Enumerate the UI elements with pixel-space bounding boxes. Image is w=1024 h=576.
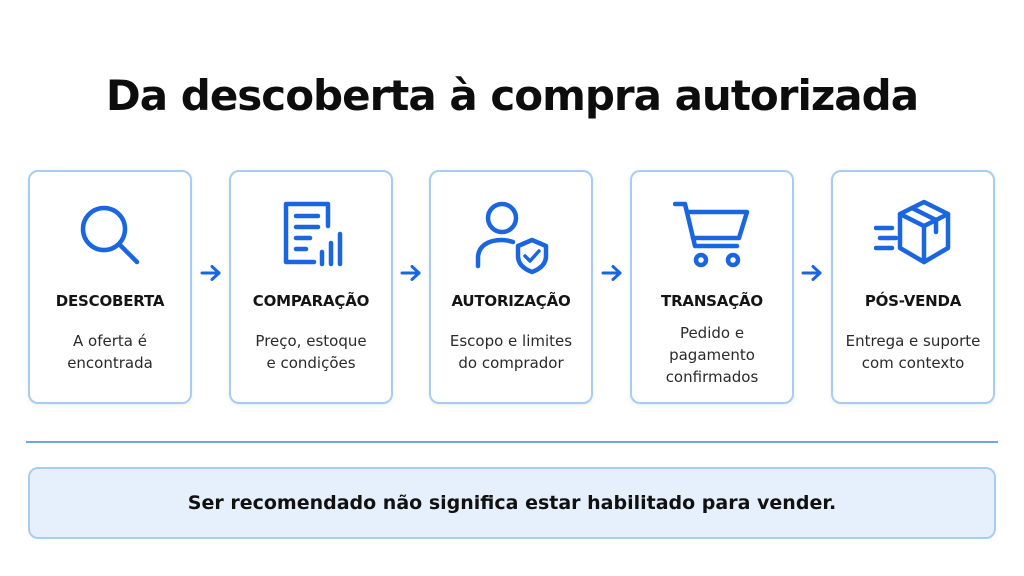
step-description-line: A oferta é [73, 332, 147, 350]
step-label: AUTORIZAÇÃO [451, 292, 571, 310]
step-description-line: Pedido e [679, 324, 745, 342]
step-card-transacao: TRANSAÇÃO Pedido e pagamento confirmados [630, 170, 794, 404]
step-card-comparacao: COMPARAÇÃO Preço, estoque e condições [229, 170, 393, 404]
arrow-right-icon [600, 263, 624, 283]
note-banner-text: Ser recomendado não significa estar habi… [187, 492, 837, 514]
step-description-line: confirmados [665, 368, 759, 386]
step-description-line: Escopo e limites [449, 332, 573, 350]
section-divider [26, 441, 998, 443]
step-label: TRANSAÇÃO [661, 292, 763, 310]
shopping-cart-icon [673, 196, 753, 276]
step-description-line: Entrega e suporte [845, 332, 981, 350]
arrow-right-icon [199, 263, 223, 283]
arrow-right-icon [399, 263, 423, 283]
step-card-pos-venda: PÓS-VENDA Entrega e suporte com contexto [831, 170, 995, 404]
step-card-descoberta: DESCOBERTA A oferta é encontrada [28, 170, 192, 404]
step-description-line: pagamento [669, 346, 755, 364]
step-description-line: do comprador [458, 354, 564, 372]
note-banner: Ser recomendado não significa estar habi… [28, 467, 996, 539]
search-icon [71, 196, 151, 276]
step-label: DESCOBERTA [55, 292, 165, 310]
step-description-line: encontrada [67, 354, 153, 372]
step-label: COMPARAÇÃO [252, 292, 370, 310]
user-shield-icon [472, 196, 552, 276]
step-card-autorizacao: AUTORIZAÇÃO Escopo e limites do comprado… [429, 170, 593, 404]
step-description-line: Preço, estoque [255, 332, 367, 350]
step-description-line: com contexto [861, 354, 965, 372]
moving-package-icon [874, 196, 954, 276]
step-label: PÓS-VENDA [864, 292, 962, 310]
document-chart-icon [272, 196, 352, 276]
arrow-right-icon [800, 263, 824, 283]
step-description-line: e condições [266, 354, 356, 372]
page-title: Da descoberta à compra autorizada [105, 71, 919, 120]
